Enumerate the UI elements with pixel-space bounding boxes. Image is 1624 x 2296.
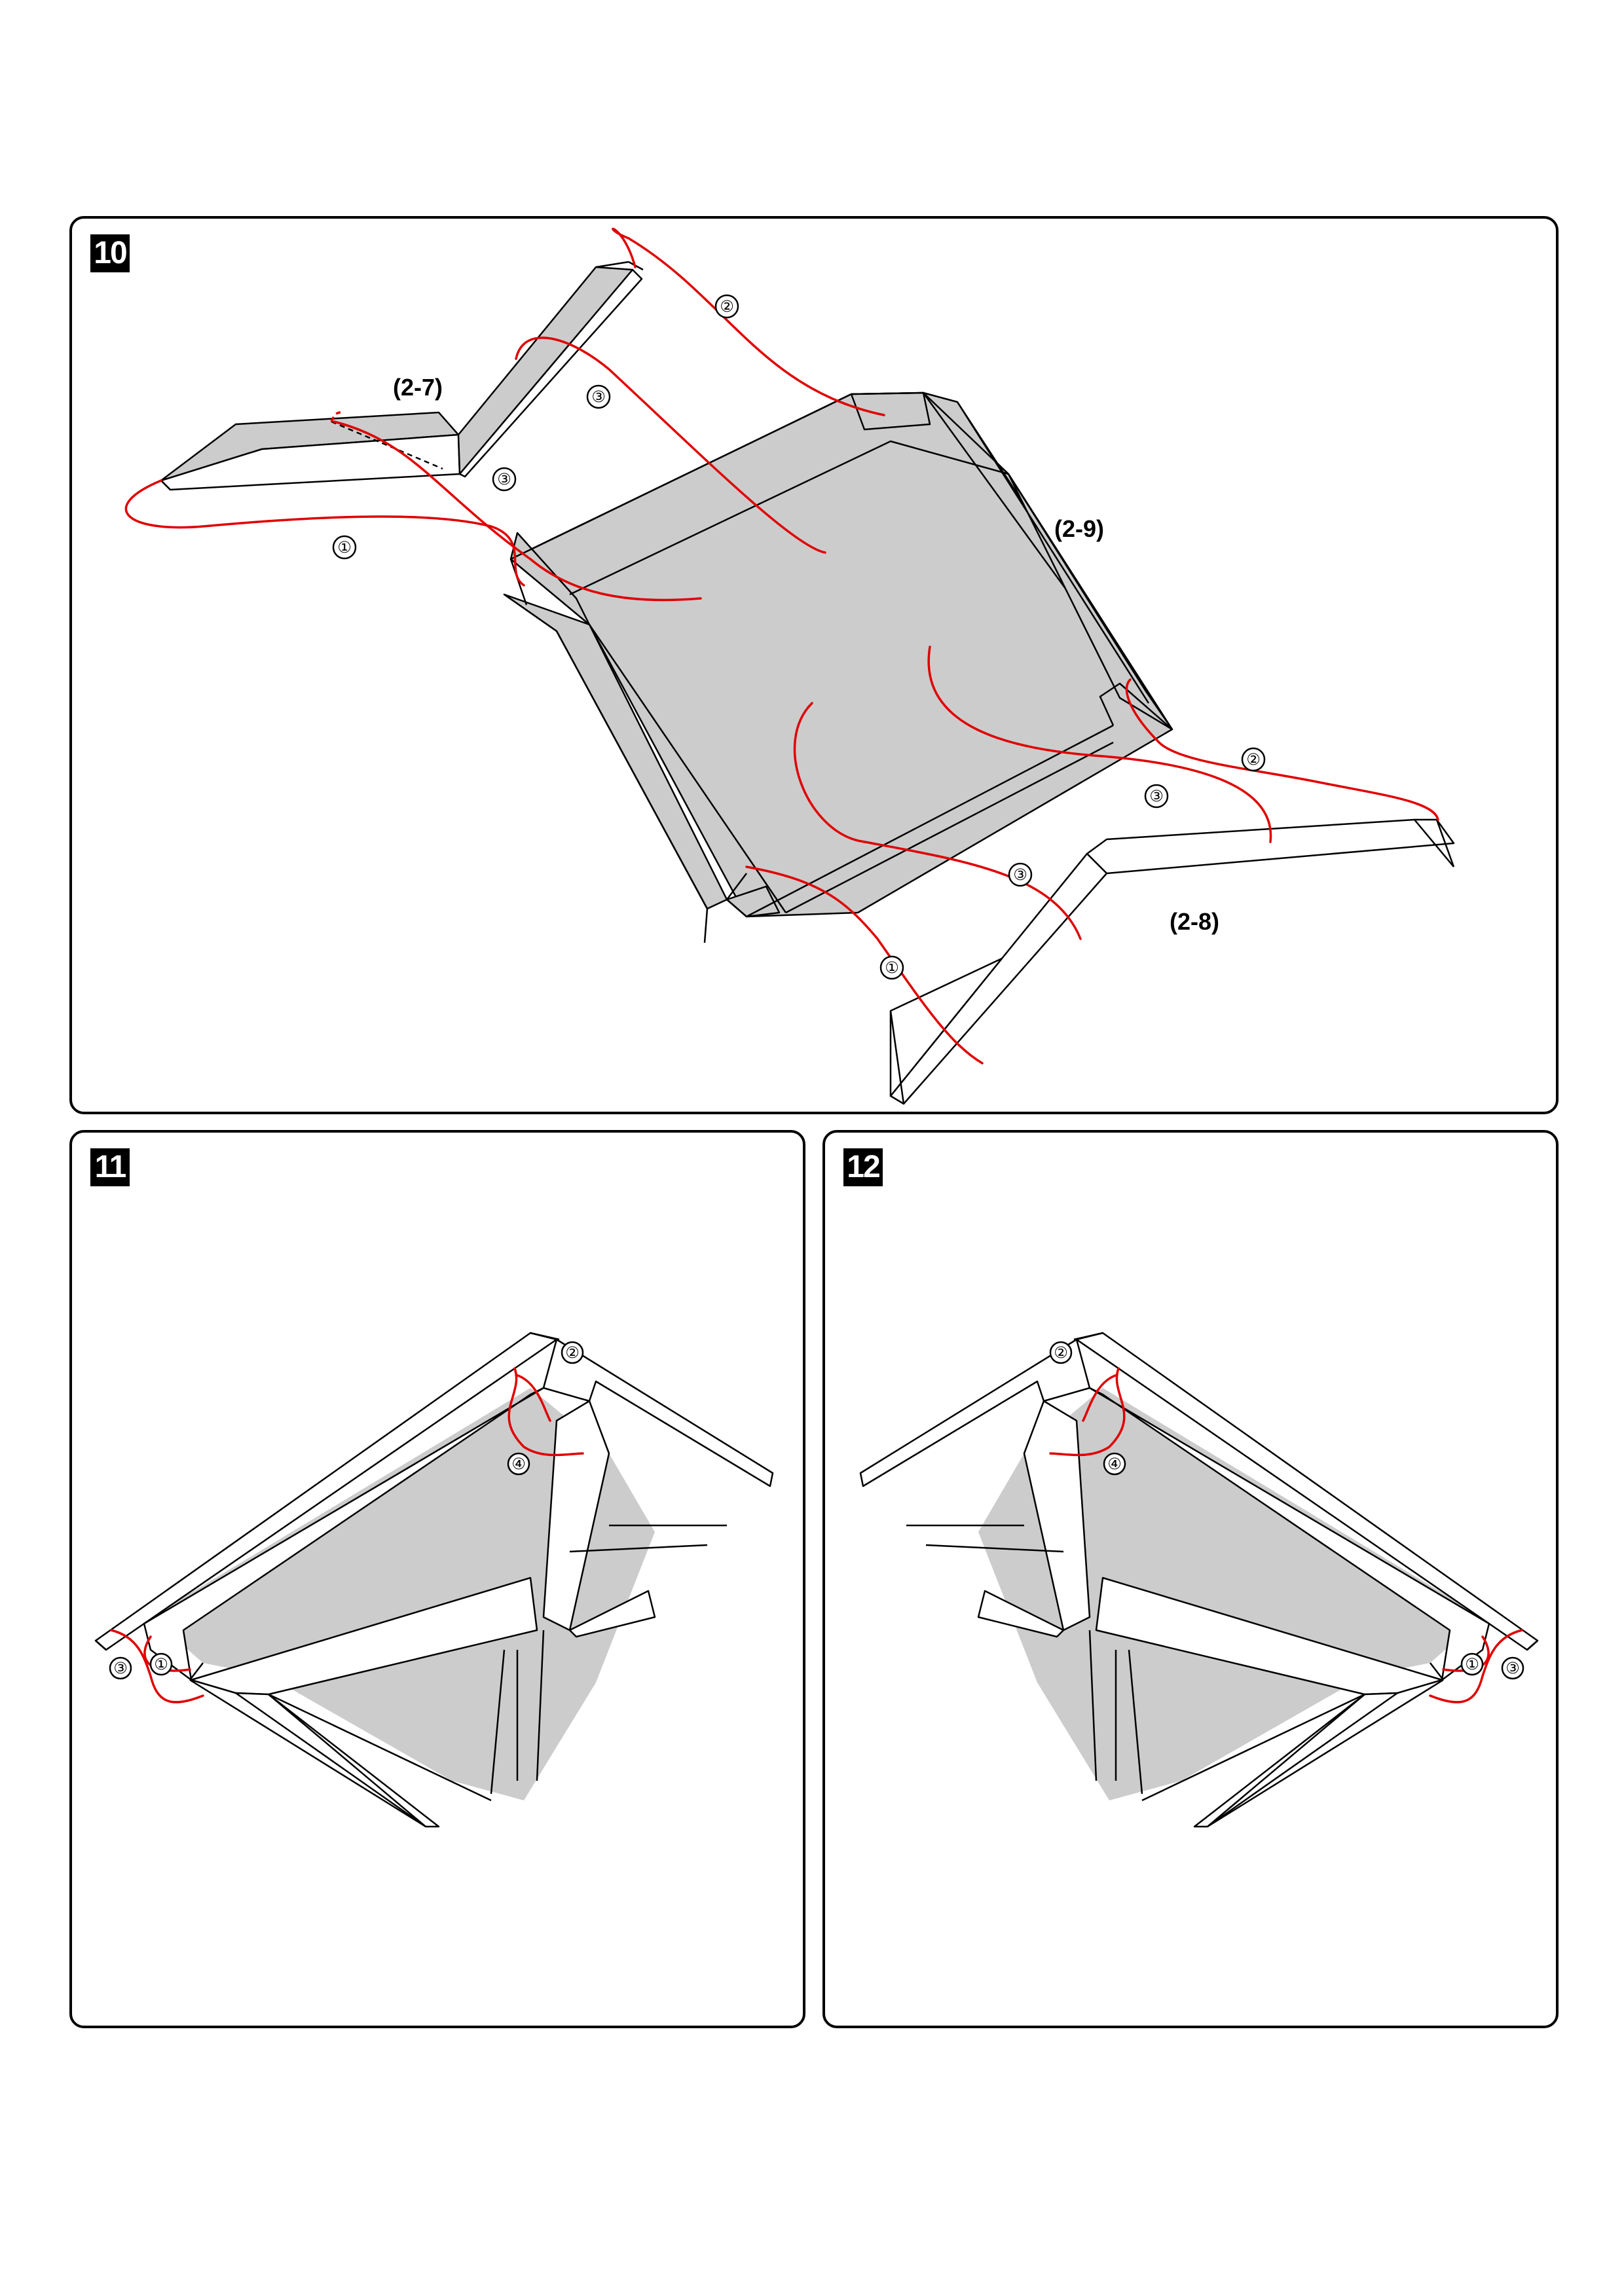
corner-assembly-left <box>94 1332 774 1828</box>
step-marker-2b: ② <box>1241 747 1266 772</box>
svg-text:①: ① <box>1465 1655 1479 1673</box>
step-marker-3b: ③ <box>492 467 517 492</box>
step-marker-2: ② <box>1049 1341 1073 1364</box>
svg-text:③: ③ <box>497 470 511 488</box>
step-number-badge: 12 <box>843 1148 883 1186</box>
step-number-badge: 10 <box>90 234 130 272</box>
corner-assembly-right <box>859 1332 1539 1828</box>
step-marker-3c: ③ <box>1144 784 1169 809</box>
step-marker-3: ③ <box>1501 1656 1524 1680</box>
step-marker-3a: ③ <box>586 384 611 409</box>
step-marker-1b: ① <box>879 955 904 980</box>
step-10-panel: 10 <box>69 216 1559 1114</box>
svg-text:①: ① <box>154 1655 168 1673</box>
part-label-2-9: (2-9) <box>1054 515 1104 542</box>
part-label-2-8: (2-8) <box>1170 908 1219 935</box>
step-marker-2a: ② <box>714 294 739 319</box>
step-11-panel: 11 ① ② <box>69 1130 805 2028</box>
svg-text:④: ④ <box>1107 1455 1122 1473</box>
assembly-arrows <box>124 227 1439 1065</box>
step-12-panel: 12 ① ② <box>822 1130 1559 2028</box>
svg-text:③: ③ <box>1013 866 1027 884</box>
step-10-diagram: (2-7) (2-9) (2-8) ① ② ③ ③ ② ③ ③ ① <box>124 227 1455 1105</box>
step-marker-1: ① <box>1460 1652 1484 1676</box>
corner-arrows <box>110 1367 584 1704</box>
corner-arrows <box>1049 1367 1523 1704</box>
step-marker-3: ③ <box>109 1656 132 1680</box>
svg-text:①: ① <box>885 958 899 977</box>
svg-text:②: ② <box>1246 750 1261 769</box>
trim-piece-2-7 <box>160 261 644 491</box>
step-12-diagram: ① ② ③ ④ <box>859 1332 1539 1828</box>
svg-text:②: ② <box>565 1343 580 1362</box>
step-marker-1a: ① <box>332 535 357 560</box>
main-panel-2-9 <box>503 392 1173 943</box>
part-label-2-7: (2-7) <box>393 374 443 401</box>
svg-text:③: ③ <box>1149 787 1164 805</box>
step-marker-2: ② <box>561 1341 584 1364</box>
svg-text:④: ④ <box>511 1455 526 1473</box>
step-marker-1: ① <box>149 1652 173 1676</box>
step-marker-4: ④ <box>1103 1452 1126 1476</box>
step-marker-4: ④ <box>507 1452 530 1476</box>
svg-text:③: ③ <box>591 388 606 406</box>
svg-text:③: ③ <box>1505 1659 1520 1677</box>
svg-text:①: ① <box>337 538 352 556</box>
svg-text:②: ② <box>1054 1343 1068 1362</box>
svg-text:③: ③ <box>113 1659 128 1677</box>
step-number-badge: 11 <box>90 1148 130 1186</box>
svg-text:②: ② <box>720 297 734 316</box>
step-11-diagram: ① ② ③ ④ <box>94 1332 774 1828</box>
trim-piece-2-8 <box>889 818 1455 1105</box>
step-marker-3d: ③ <box>1008 862 1033 887</box>
